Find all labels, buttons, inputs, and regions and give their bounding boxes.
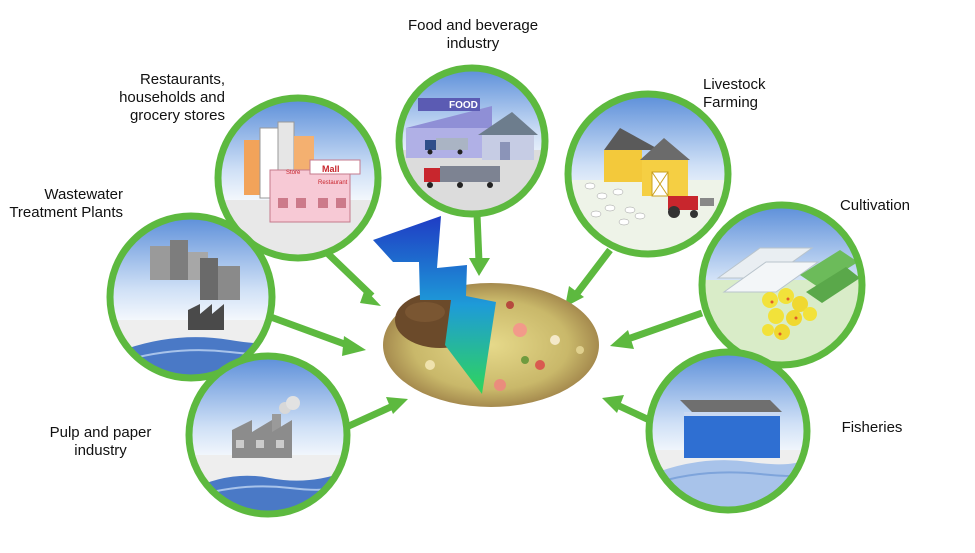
food-industry-node: FOOD [395, 64, 549, 218]
label-restaurants-line3: grocery stores [129, 107, 225, 124]
label-restaurants-line2: households and [119, 89, 225, 106]
label-food-line2: industry [446, 35, 500, 52]
food-sign-text: FOOD [449, 100, 478, 111]
label-livestock-line2: Farming [703, 94, 759, 111]
store-sign-text: Store [286, 170, 301, 176]
arrow-wastewater [266, 312, 366, 356]
arrow-cultivation [610, 309, 704, 349]
restaurant-sign-text: Restaurant [318, 180, 348, 186]
label-restaurants-line1: Restaurants, [139, 71, 225, 88]
fisheries-node [645, 348, 811, 514]
arrow-livestock [565, 247, 613, 307]
label-restaurants: Restaurants, households and grocery stor… [100, 71, 225, 125]
arrow-restaurants [319, 245, 381, 306]
label-food-industry: Food and beverage industry [388, 17, 558, 53]
label-livestock: Livestock Farming [703, 76, 793, 112]
label-cultivation: Cultivation [830, 197, 920, 215]
mall-sign-text: Mall [322, 164, 340, 174]
label-fisheries-line1: Fisheries [841, 419, 903, 436]
label-fisheries: Fisheries [832, 419, 912, 437]
cultivation-node [698, 201, 866, 369]
label-food-line1: Food and beverage [407, 17, 539, 34]
pulp-paper-node [185, 352, 351, 518]
food-sign [418, 98, 480, 111]
label-wastewater: Wastewater Treatment Plants [5, 186, 123, 222]
label-pulp-paper: Pulp and paper industry [38, 424, 163, 460]
arrow-food [469, 213, 490, 276]
label-wastewater-line2: Treatment Plants [9, 204, 123, 221]
label-pulp-line1: Pulp and paper [49, 424, 152, 441]
label-pulp-line2: industry [74, 442, 127, 459]
energy-bolt-icon [373, 216, 496, 394]
label-livestock-line1: Livestock [703, 76, 766, 93]
livestock-node [564, 90, 732, 258]
arrow-pulp [338, 397, 408, 434]
label-cultivation-line1: Cultivation [839, 197, 911, 214]
label-wastewater-line1: Wastewater [44, 186, 123, 203]
